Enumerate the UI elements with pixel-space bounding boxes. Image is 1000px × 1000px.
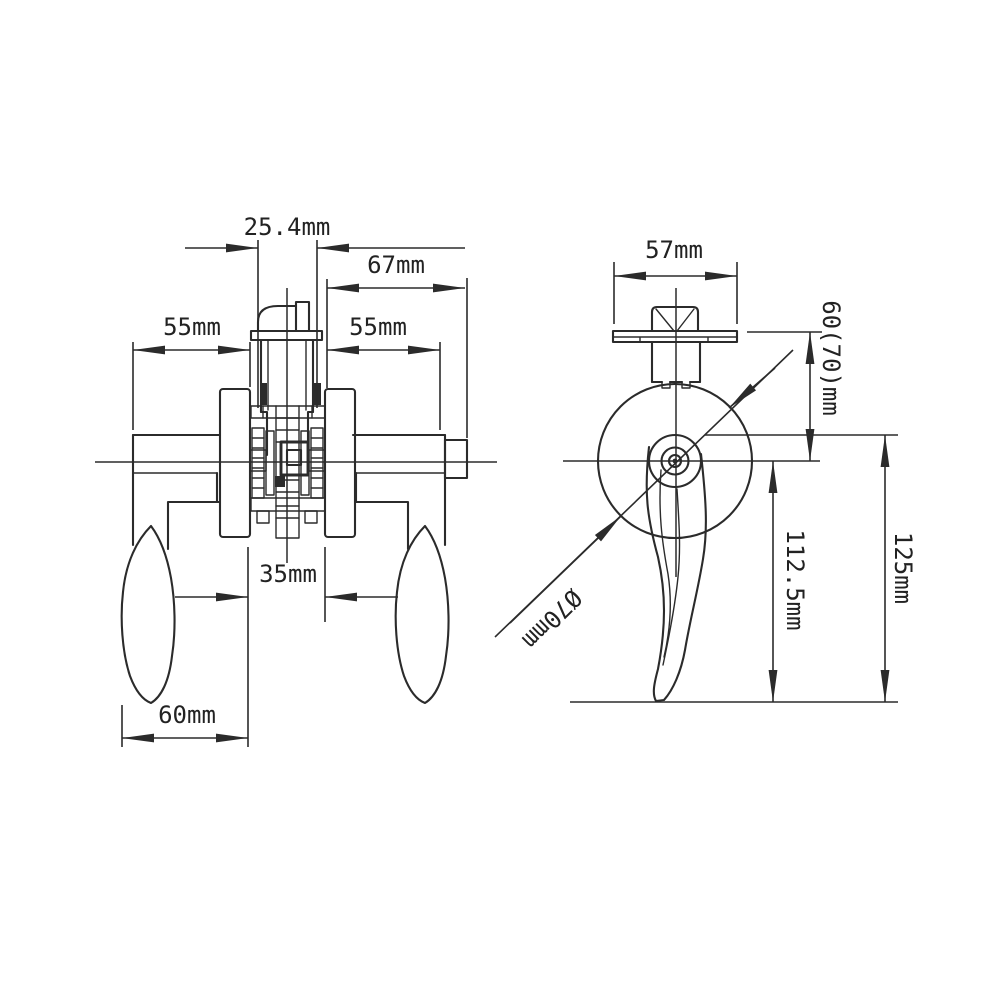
spindle-clip: [275, 476, 285, 487]
dim-faceplate-width: 57mm: [614, 236, 737, 281]
latch-body-side: [650, 340, 702, 389]
dim-label-lever-height: 112.5mm: [781, 529, 809, 630]
extension-lines: [121, 240, 898, 747]
lever-grip-left: [120, 524, 176, 705]
dim-label-left-tube: 55mm: [163, 313, 221, 341]
dim-label-rose-diameter: Ø70mm: [517, 584, 588, 655]
spindle-hole-side: [667, 453, 683, 469]
rose-circle: [596, 382, 754, 540]
side-view: [563, 288, 820, 703]
dim-label-overall-height: 125mm: [889, 532, 917, 604]
lever-grip-right: [394, 524, 450, 705]
left-tube: [131, 433, 222, 551]
lever-contour-1: [659, 469, 672, 658]
dim-label-hub-width: 25.4mm: [244, 213, 331, 241]
lever-handle-side: [645, 445, 707, 703]
dim-rose-diameter: Ø70mm: [494, 349, 794, 655]
right-tube: [351, 433, 469, 551]
dim-overall-height: 125mm: [880, 435, 917, 702]
lock-chassis: [249, 405, 326, 539]
dimensions: 25.4mm 67mm 55mm 55mm 35mm: [121, 213, 917, 747]
dim-hub-width: 25.4mm: [185, 213, 465, 253]
dim-label-backset: 60(70)mm: [817, 300, 845, 416]
dim-left-tube: 55mm: [133, 313, 250, 355]
dim-center-gap: 35mm: [175, 560, 398, 602]
dim-right-assembly: 67mm: [327, 251, 465, 293]
dim-label-right-assembly: 67mm: [367, 251, 425, 279]
dim-label-center-gap: 35mm: [259, 560, 317, 588]
dim-lever-height: 112.5mm: [768, 461, 809, 702]
dim-backset: 60(70)mm: [805, 300, 845, 461]
lever-contour-2: [662, 488, 681, 666]
rose-plate-left: [218, 387, 252, 539]
latch-bolt-side: [650, 305, 700, 333]
dim-label-faceplate-width: 57mm: [645, 236, 703, 264]
spindle-hub-front: [279, 440, 310, 477]
faceplate: [611, 329, 739, 344]
hub-inner-circle: [660, 446, 690, 476]
spindle-hole-front: [285, 448, 303, 467]
rose-plate-right: [323, 387, 357, 539]
latch-clip-left: [260, 383, 267, 405]
dim-right-tube: 55mm: [327, 313, 440, 355]
dim-handle-projection: 60mm: [122, 701, 248, 743]
dim-label-handle-projection: 60mm: [158, 701, 216, 729]
dim-label-right-tube: 55mm: [349, 313, 407, 341]
